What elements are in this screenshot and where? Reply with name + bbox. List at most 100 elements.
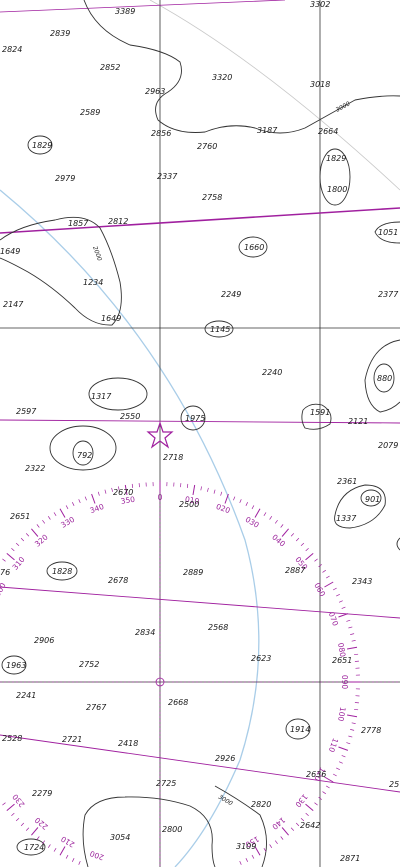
compass-label: 320 xyxy=(33,532,50,548)
circle-icon xyxy=(155,677,165,687)
compass-tick xyxy=(65,505,69,510)
sounding: 2856 xyxy=(151,129,171,138)
sounding: 2240 xyxy=(262,368,282,377)
sounding: 2249 xyxy=(221,290,241,299)
compass-tick xyxy=(71,502,75,506)
compass-tick xyxy=(118,486,120,491)
compass-tick xyxy=(224,493,229,504)
sounding: 2760 xyxy=(197,142,217,151)
contour-880-inner xyxy=(373,363,395,393)
compass-label: 100 xyxy=(336,706,347,722)
contour-1829-right xyxy=(319,148,351,206)
sounding: 76 xyxy=(0,568,10,577)
grey-lines xyxy=(149,0,400,191)
sounding: 2887 xyxy=(285,566,306,575)
compass-tick xyxy=(318,564,323,568)
sounding: 2668 xyxy=(168,698,188,707)
compass-tick xyxy=(233,496,236,501)
compass-tick xyxy=(251,854,255,859)
sounding: 1337 xyxy=(336,514,357,523)
compass-tick xyxy=(322,791,326,795)
sounding: 2852 xyxy=(100,63,120,72)
sounding: 1660 xyxy=(244,243,264,252)
sounding: 1963 xyxy=(6,661,26,670)
compass-tick xyxy=(269,844,273,848)
contour-1317 xyxy=(88,377,148,411)
contour-3000-bottom xyxy=(82,796,216,867)
sounding: 2824 xyxy=(2,45,22,54)
contour-1051 xyxy=(374,221,400,244)
compass-label: 060 xyxy=(312,581,327,598)
contour-1591 xyxy=(301,403,332,430)
compass-tick xyxy=(104,489,107,494)
sounding: 2718 xyxy=(163,453,183,462)
compass-tick xyxy=(239,860,242,865)
compass-tick xyxy=(324,776,334,783)
contour-2000-left xyxy=(0,216,122,326)
compass-tick xyxy=(59,846,66,856)
compass-tick xyxy=(269,516,273,520)
compass-label: 200 xyxy=(88,849,105,862)
compass-tick xyxy=(6,553,15,561)
sounding: 2597 xyxy=(16,407,37,416)
contour-792-inner xyxy=(72,440,94,466)
sounding: 3302 xyxy=(310,0,330,9)
sounding: 2778 xyxy=(361,726,381,735)
contour-1828 xyxy=(46,561,78,581)
compass-label: 330 xyxy=(59,515,76,530)
contour-1963 xyxy=(1,655,27,675)
compass-tick xyxy=(348,735,353,738)
compass-tick xyxy=(346,742,351,745)
sounding: 2758 xyxy=(202,193,222,202)
compass-tick xyxy=(245,858,249,862)
sounding: 1234 xyxy=(83,278,103,287)
compass-tick xyxy=(192,484,196,495)
sounding: 2121 xyxy=(348,417,368,426)
sounding: 880 xyxy=(377,374,392,383)
compass-tick xyxy=(324,581,334,588)
compass-tick xyxy=(354,708,359,711)
compass-tick xyxy=(124,484,128,495)
sounding: 1051 xyxy=(378,228,398,237)
compass-label: 020 xyxy=(215,502,232,515)
compass-tick xyxy=(336,767,340,771)
sounding: 2651 xyxy=(10,512,30,521)
compass-tick xyxy=(346,619,351,622)
contour-label-2000-left: 2000 xyxy=(91,245,103,262)
compass-label: 210 xyxy=(59,834,76,849)
sounding: 1828 xyxy=(52,567,72,576)
compass-tick xyxy=(65,854,69,859)
compass-tick xyxy=(131,483,134,488)
sounding: 792 xyxy=(77,451,92,460)
compass-label: 010 xyxy=(184,495,200,506)
light-blue-arc xyxy=(0,189,260,867)
compass-tick xyxy=(254,508,261,518)
compass-tick xyxy=(341,755,346,758)
compass-tick xyxy=(78,499,81,504)
sounding: 2752 xyxy=(79,660,99,669)
compass-tick xyxy=(332,773,337,777)
compass-tick xyxy=(300,542,305,547)
compass-tick xyxy=(97,491,100,496)
magenta-line-bottom xyxy=(0,734,400,793)
compass-tick xyxy=(300,817,305,822)
compass-tick xyxy=(42,519,46,524)
compass-tick xyxy=(200,486,202,491)
sounding: 2926 xyxy=(215,754,235,763)
compass-tick xyxy=(20,822,25,827)
sounding: 2963 xyxy=(145,87,165,96)
sounding: 3389 xyxy=(115,7,135,16)
sounding: 2550 xyxy=(120,412,140,421)
compass-tick xyxy=(322,569,326,573)
sounding: 1649 xyxy=(0,247,20,256)
compass-tick xyxy=(186,483,189,488)
compass-tick xyxy=(31,528,39,537)
sounding: 3320 xyxy=(212,73,232,82)
sounding: 3109 xyxy=(236,842,256,851)
compass-tick xyxy=(295,822,300,827)
contour-1660 xyxy=(238,236,268,258)
sounding: 2839 xyxy=(50,29,70,38)
sounding: 2820 xyxy=(251,800,271,809)
